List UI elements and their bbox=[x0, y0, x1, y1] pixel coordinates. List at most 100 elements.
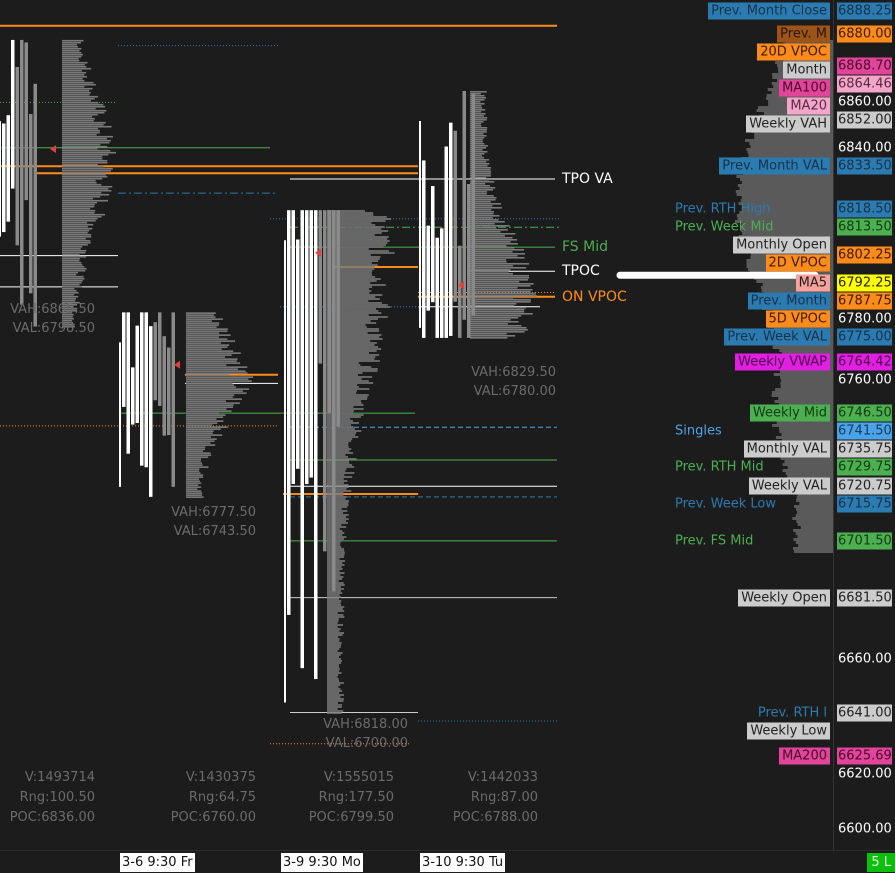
level-label[interactable]: Prev. RTH Mid bbox=[675, 459, 764, 475]
composite-volume-bar bbox=[782, 439, 833, 442]
level-label[interactable]: Prev. Week Mid bbox=[675, 219, 774, 235]
volume-bar bbox=[470, 313, 533, 315]
volume-bar bbox=[327, 272, 372, 274]
volume-bar bbox=[470, 301, 531, 303]
level-label[interactable]: 20D VPOC bbox=[757, 43, 830, 61]
volume-bar bbox=[186, 404, 234, 406]
volume-bar bbox=[470, 215, 500, 217]
composite-volume-bar bbox=[779, 349, 833, 352]
composite-volume-bar bbox=[734, 220, 833, 223]
volume-bar bbox=[327, 414, 364, 416]
level-label[interactable]: Prev. Week VAL bbox=[724, 328, 830, 346]
volume-bar bbox=[470, 103, 485, 105]
level-label[interactable]: Weekly VWAP bbox=[735, 353, 830, 371]
volume-bar bbox=[470, 295, 537, 297]
price-level-box: 6833.50 bbox=[837, 157, 892, 175]
volume-bar bbox=[186, 410, 232, 412]
volume-bar bbox=[327, 620, 339, 622]
time-axis[interactable]: 3-6 9:30 Fr 3-9 9:30 Mo 3-10 9:30 Tu 5 L bbox=[0, 850, 895, 873]
volume-bar bbox=[327, 402, 362, 404]
value-area-high: VAH:6777.50 bbox=[171, 505, 256, 520]
volume-bar bbox=[62, 241, 91, 244]
value-area-low: VAL:6798.50 bbox=[12, 321, 95, 336]
level-label[interactable]: Month bbox=[783, 61, 830, 79]
poc-marker-icon bbox=[458, 281, 464, 290]
level-label[interactable]: 2D VPOC bbox=[765, 254, 830, 272]
volume-bar bbox=[327, 250, 389, 252]
volume-bar bbox=[327, 408, 364, 410]
volume-bar bbox=[186, 346, 228, 348]
tpo-column bbox=[6, 115, 10, 222]
volume-bar bbox=[327, 228, 382, 230]
volume-bar bbox=[470, 143, 485, 145]
tpo-column bbox=[15, 67, 19, 246]
price-tick-label: 6660.00 bbox=[838, 651, 892, 667]
volume-bar bbox=[327, 658, 342, 660]
volume-bar bbox=[470, 173, 491, 175]
volume-bar bbox=[470, 291, 531, 293]
level-label[interactable]: Prev. M bbox=[777, 25, 830, 43]
volume-bar bbox=[62, 73, 85, 76]
level-label[interactable]: MA100 bbox=[779, 79, 830, 97]
volume-bar bbox=[62, 175, 108, 178]
volume-bar bbox=[470, 123, 482, 125]
level-label[interactable]: Weekly Mid bbox=[749, 404, 830, 422]
volume-bar bbox=[470, 297, 514, 299]
composite-volume-bar bbox=[780, 376, 833, 379]
level-label[interactable]: Prev. Month VAL bbox=[719, 157, 830, 175]
volume-bar bbox=[186, 408, 227, 410]
level-label[interactable]: Singles bbox=[675, 423, 722, 439]
price-level-box: 6735.75 bbox=[837, 440, 892, 458]
volume-bar bbox=[62, 231, 88, 234]
composite-volume-bar bbox=[736, 214, 833, 217]
level-label[interactable]: Prev. FS Mid bbox=[675, 533, 754, 549]
volume-bar bbox=[62, 287, 75, 290]
volume-bar bbox=[62, 259, 80, 262]
volume-bar bbox=[470, 97, 486, 99]
volume-bar bbox=[470, 147, 487, 149]
volume-bar bbox=[470, 217, 493, 219]
level-label[interactable]: Prev. Month bbox=[747, 292, 830, 310]
poc-marker-icon bbox=[174, 360, 180, 369]
volume-bar bbox=[62, 115, 93, 118]
volume-bar bbox=[327, 646, 341, 648]
volume-bar bbox=[327, 616, 345, 618]
volume-bar bbox=[327, 692, 340, 694]
level-label[interactable]: Monthly Open bbox=[733, 236, 830, 254]
volume-bar bbox=[62, 255, 87, 258]
level-label[interactable]: Prev. RTH l bbox=[757, 705, 827, 721]
level-label[interactable]: MA5 bbox=[795, 274, 830, 292]
level-label[interactable]: Monthly VAL bbox=[743, 440, 830, 458]
volume-bar bbox=[186, 398, 242, 400]
volume-bar bbox=[186, 392, 247, 394]
volume-bar bbox=[327, 344, 375, 346]
level-label[interactable]: MA20 bbox=[787, 97, 830, 115]
level-label[interactable]: Weekly Open bbox=[738, 589, 830, 607]
volume-bar bbox=[327, 212, 374, 214]
volume-bar bbox=[470, 107, 483, 109]
level-label[interactable]: Weekly VAH bbox=[746, 115, 830, 133]
volume-bar bbox=[327, 248, 369, 250]
status-badge[interactable]: 5 L bbox=[867, 853, 895, 872]
level-label[interactable]: Weekly VAL bbox=[748, 477, 830, 495]
inline-level-label: ON VPOC bbox=[562, 288, 627, 305]
price-level-box: 6715.75 bbox=[837, 495, 892, 513]
volume-bar bbox=[186, 316, 216, 318]
level-label[interactable]: Prev. RTH High bbox=[675, 201, 771, 217]
level-label[interactable]: MA200 bbox=[779, 747, 830, 765]
volume-bar bbox=[470, 161, 487, 163]
volume-bar bbox=[470, 249, 524, 251]
volume-bar bbox=[62, 203, 95, 206]
volume-bar bbox=[327, 706, 342, 708]
volume-bar bbox=[62, 307, 78, 310]
volume-bar bbox=[327, 640, 340, 642]
level-label[interactable]: Weekly Low bbox=[747, 722, 830, 740]
tpo-column bbox=[153, 322, 157, 401]
level-label[interactable]: 5D VPOC bbox=[765, 310, 830, 328]
volume-bar bbox=[62, 127, 99, 130]
volume-bar bbox=[327, 422, 359, 424]
level-label[interactable]: Prev. Week Low bbox=[675, 496, 776, 512]
volume-bar bbox=[62, 61, 88, 64]
volume-bar bbox=[62, 319, 73, 322]
level-label[interactable]: Prev. Month Close bbox=[708, 2, 830, 20]
